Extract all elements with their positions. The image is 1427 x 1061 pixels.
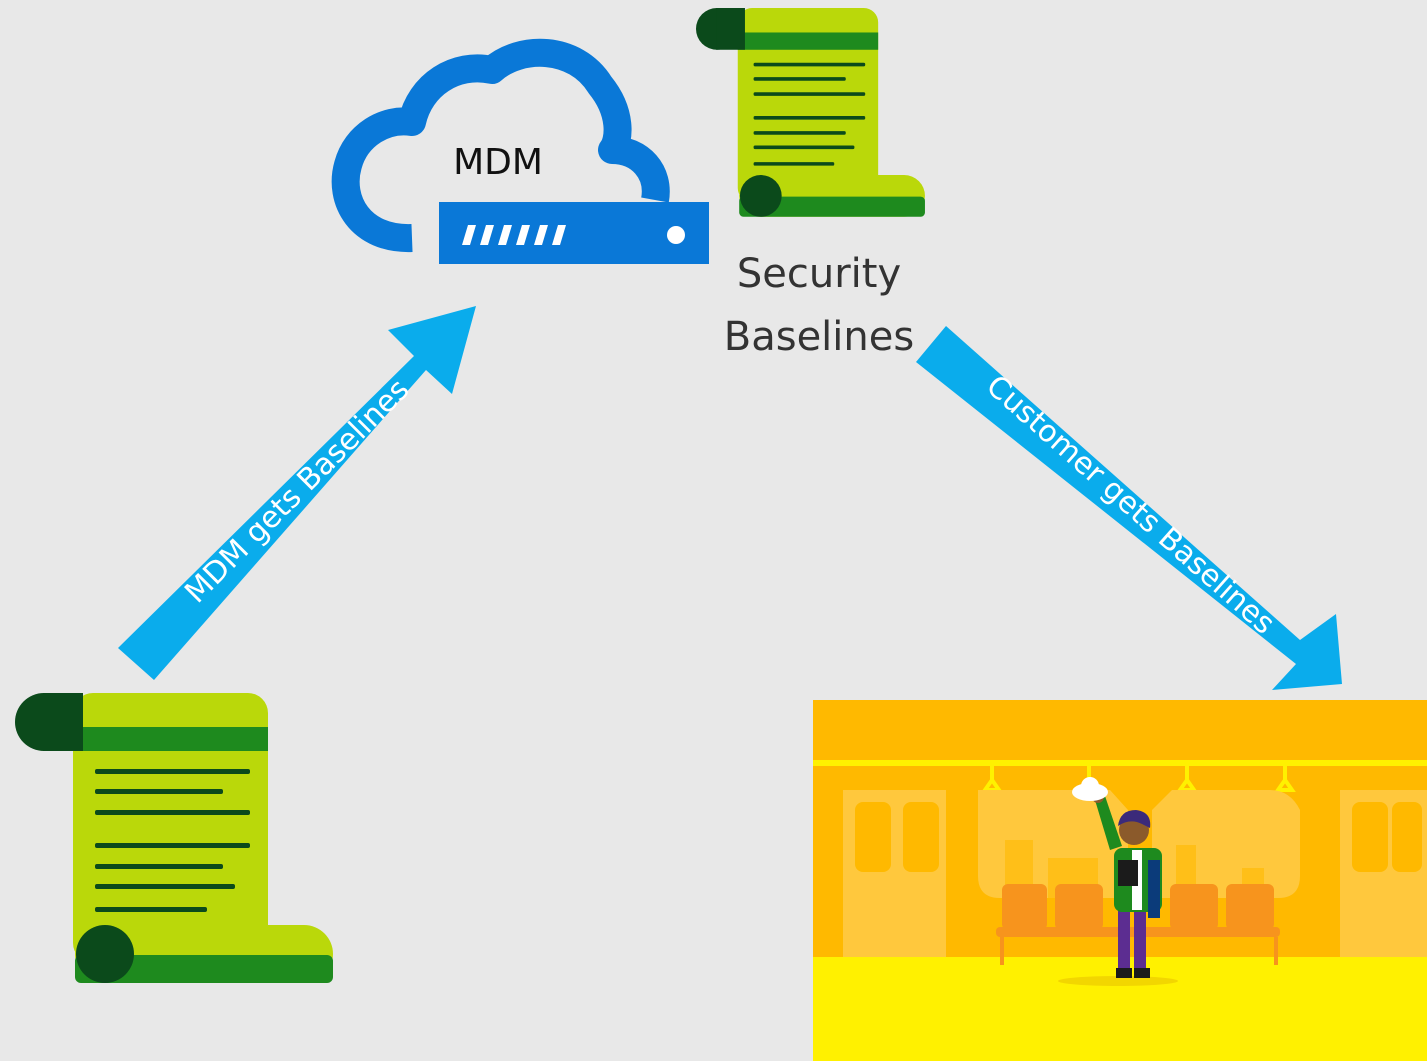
security-baselines-label-line1: Security [737,251,901,297]
arrow-left-label: MDM gets Baselines [178,372,416,610]
document-scroll-icon [696,8,925,217]
arrow-right-label: Customer gets Baselines [979,368,1281,641]
mdm-label: MDM [453,142,543,183]
document-scroll-icon [15,693,333,983]
arrow-customer-gets-baselines: Customer gets Baselines [916,326,1342,690]
cloud-server-icon [331,38,709,264]
person-commuter-illustration [813,700,1427,1061]
security-baselines-label-line2: Baselines [724,314,914,360]
arrow-mdm-gets-baselines: MDM gets Baselines [118,306,476,680]
